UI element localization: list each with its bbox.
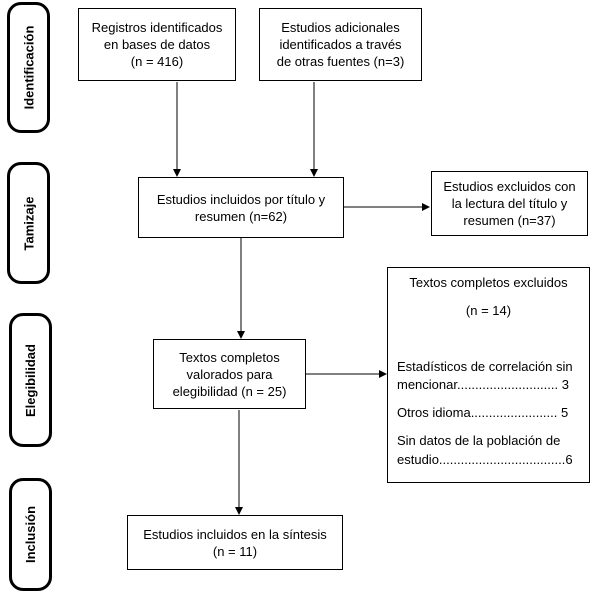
phase-inclusion: Inclusión	[9, 478, 52, 591]
reason-idioma: Otros idioma........................ 5	[397, 405, 569, 420]
reason-sin-datos-line-2: estudio.................................…	[397, 452, 573, 467]
tamizaje-excluidos-line-3: resumen (n=37)	[463, 213, 556, 228]
box-registros-identificados: Registros identificados en bases de dato…	[78, 8, 236, 81]
textos-valorados-line-2: valorados para	[186, 366, 273, 382]
phase-identificacion: Identificación	[7, 2, 50, 133]
phase-tamizaje: Tamizaje	[7, 162, 50, 284]
textos-excluidos-count: (n = 14)	[465, 303, 512, 318]
box-tamizaje-incluidos: Estudios incluidos por título y resumen …	[138, 177, 344, 238]
adicionales-line-2: identificados a través	[279, 37, 402, 52]
tamizaje-incluidos-line-2: resumen (n=62)	[194, 208, 288, 224]
reason-correlacion-line-2: mencionar............................ 3	[397, 377, 569, 392]
phase-elegibilidad: Elegibilidad	[9, 313, 52, 447]
reason-sin-datos-line-1: Sin datos de la población de	[397, 433, 561, 448]
registros-line-2: en bases de datos	[103, 37, 211, 52]
box-textos-valorados: Textos completos valorados para elegibil…	[153, 339, 306, 409]
adicionales-line-1: Estudios adicionales	[281, 20, 400, 35]
box-estudios-adicionales: Estudios adicionales identificados a tra…	[259, 8, 422, 81]
reason-correlacion-line-1: Estadísticos de correlación sin	[397, 359, 573, 374]
tamizaje-excluidos-line-2: la lectura del título y	[451, 196, 568, 211]
adicionales-line-3: de otras fuentes (n=3)	[276, 54, 405, 69]
tamizaje-incluidos-line-1: Estudios incluidos por título y	[156, 191, 326, 207]
registros-line-3: (n = 416)	[130, 54, 184, 69]
sintesis-line-1: Estudios incluidos en la síntesis	[143, 526, 327, 542]
textos-valorados-line-1: Textos completos	[179, 349, 280, 365]
sintesis-line-2: (n = 11)	[212, 543, 258, 559]
box-sintesis: Estudios incluidos en la síntesis (n = 1…	[127, 515, 343, 570]
tamizaje-excluidos-line-1: Estudios excluidos con	[443, 179, 576, 194]
registros-line-1: Registros identificados	[91, 20, 223, 35]
textos-excluidos-title: Textos completos excluidos	[409, 275, 568, 290]
textos-valorados-line-3: elegibilidad (n = 25)	[172, 383, 287, 399]
box-textos-excluidos: Textos completos excluidos (n = 14) Esta…	[387, 267, 590, 483]
box-tamizaje-excluidos: Estudios excluidos con la lectura del tí…	[431, 171, 588, 236]
